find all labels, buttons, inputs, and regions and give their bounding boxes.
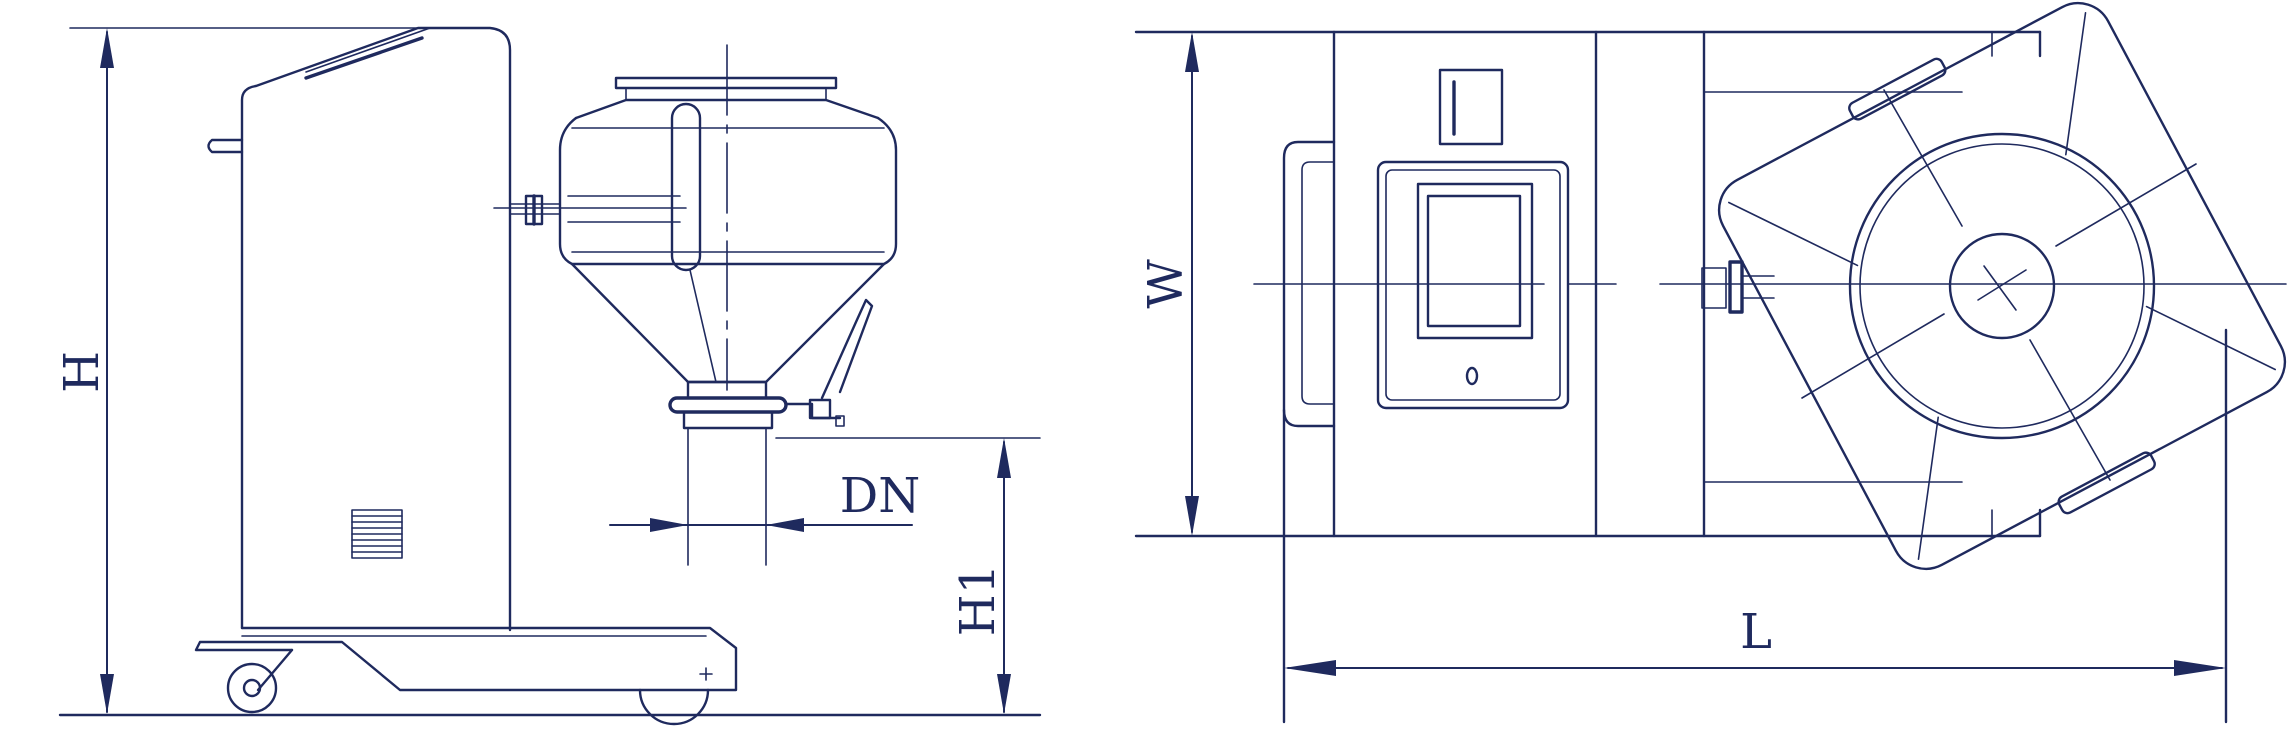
height-arrow-top [100, 28, 114, 68]
length-label: L [1740, 604, 1772, 660]
hopper-top-rim-inner [1859, 143, 2145, 429]
outlet-diameter-arrow-left [650, 518, 688, 532]
height-label: H [54, 351, 110, 393]
outlet-height-arrow-bottom [997, 674, 1011, 714]
outlet-diameter-label: DN [840, 468, 920, 524]
hopper-drum [558, 116, 898, 266]
trolley-frame [194, 626, 738, 692]
hopper-top-lug-lower [2057, 451, 2156, 515]
hopper-lid-collar [625, 87, 827, 101]
outlet-height-arrow-top [997, 438, 1011, 478]
control-panel-frame [1376, 160, 1570, 410]
shaft-coupling-top-view [1701, 267, 1727, 309]
rear-wheel [638, 688, 710, 726]
hopper-lid [614, 76, 838, 90]
front-caster-wheel [226, 662, 278, 714]
outlet-flange [682, 410, 774, 430]
rear-wheel-axle-mark [699, 667, 713, 681]
indicator-light [1465, 366, 1479, 386]
hopper-axis-b-right [2055, 163, 2197, 247]
side-view: H [54, 26, 1042, 726]
cabinet-top-ridge [305, 27, 431, 73]
hopper-top-rim-outer [1848, 132, 2156, 440]
outlet-clamp [668, 396, 788, 414]
hopper-top-corner-rib-2 [2065, 12, 2087, 156]
width-arrow-bottom [1185, 496, 1199, 536]
hopper-top-square [1717, 1, 2287, 571]
cabinet-handle [207, 138, 244, 154]
hopper-axis-a-bottom [2029, 339, 2111, 481]
cabinet-top-ridge-inner [304, 36, 424, 80]
outlet-height-label: H1 [950, 564, 1006, 636]
hopper-top-corner-rib-3 [1917, 416, 1939, 560]
valve-body [808, 398, 832, 420]
hopper-axis-a-top [1883, 89, 1963, 227]
hopper-top-outlet [1948, 232, 2056, 340]
front-caster-hub [242, 678, 262, 698]
hopper-shoulder [574, 98, 880, 120]
hopper-top-lug-upper [1848, 57, 1947, 121]
height-arrow-bottom [100, 674, 114, 714]
display-screen-frame [1416, 182, 1534, 340]
valve-lever-arm [784, 402, 842, 420]
power-switch-box [1438, 68, 1504, 146]
shaft-flange-top-view [1728, 260, 1744, 314]
vent-grille-slats [351, 515, 403, 553]
hopper-axis-b-left [1801, 313, 1945, 399]
control-panel-bezel [1385, 169, 1561, 401]
top-handle-inner [1301, 161, 1335, 405]
caster-bracket [256, 648, 294, 692]
hopper-axis-cross-1 [1977, 269, 2027, 301]
length-arrow-left [1284, 660, 1336, 676]
hopper-top-view [1717, 1, 2287, 571]
hopper-cone-rib [689, 269, 717, 383]
width-arrow-top [1185, 32, 1199, 72]
hopper-top-corner-rib-1 [1728, 201, 1859, 267]
hopper-pivot-plate [670, 102, 702, 272]
outlet-diameter-arrow-right [766, 518, 804, 532]
cabinet-outline [240, 26, 512, 632]
hopper-axis-cross-2 [1983, 265, 2017, 311]
display-screen [1426, 194, 1522, 328]
valve-handle [820, 298, 874, 400]
length-arrow-right [2174, 660, 2226, 676]
valve-pin [835, 415, 845, 427]
width-label: W [1138, 259, 1194, 309]
hopper-top-corner-rib-4 [2145, 305, 2276, 371]
top-view: W [1134, 1, 2287, 724]
